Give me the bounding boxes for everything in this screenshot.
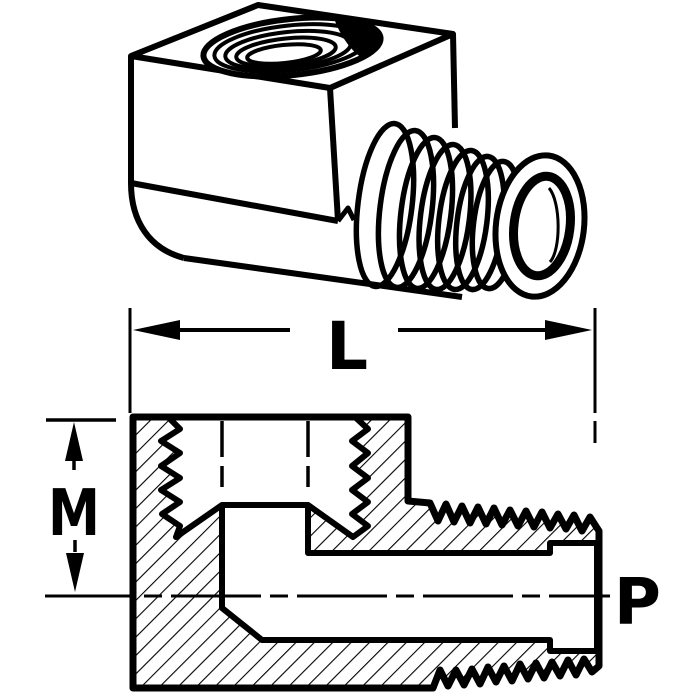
m-arrowhead-up <box>65 422 83 461</box>
body-front-bottom-edge <box>130 180 339 224</box>
section-view <box>45 413 610 692</box>
l-arrowhead-left <box>133 320 180 340</box>
thread-shadow-crescent <box>334 18 382 58</box>
male-thread-end-face <box>492 152 588 300</box>
bore-shadow-arc <box>547 187 560 264</box>
pictorial-view <box>128 2 588 300</box>
body-back-right-edge <box>450 33 458 129</box>
dimension-label-L: L <box>326 308 368 385</box>
elbow-skirt-left-curve <box>128 182 185 261</box>
body-front-right-edge <box>327 87 341 222</box>
m-arrowhead-down <box>66 553 84 592</box>
section-outer-outline <box>129 413 603 692</box>
dimension-label-P: P <box>614 566 661 640</box>
dimension-label-M: M <box>48 477 100 551</box>
thread-minor-dia-hidden-lines <box>220 421 310 487</box>
male-thread-rings <box>353 120 523 293</box>
l-arrowhead-right <box>545 320 592 340</box>
female-thread-opening <box>200 14 384 80</box>
skirt-thread-notch <box>336 205 357 223</box>
dimension-M <box>46 418 116 592</box>
dimension-L <box>128 308 597 443</box>
